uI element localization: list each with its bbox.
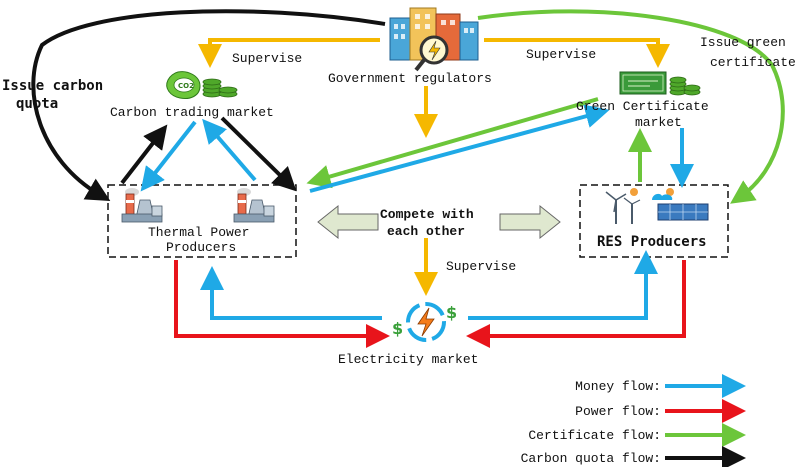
thermal-to-electricity-power-arrow xyxy=(174,260,390,348)
legend-carbon-label: Carbon quota flow: xyxy=(521,451,661,466)
thermal-to-carbon-market-money-arrow xyxy=(202,118,257,182)
thermal-producers-box xyxy=(107,184,297,258)
supervise-left-label: Supervise xyxy=(232,51,302,66)
compete-left-arrow xyxy=(317,204,379,240)
thermal-producers-label-2: Producers xyxy=(166,240,236,255)
issue-green-certificate-arrow xyxy=(477,9,785,204)
supervise-green-market-arrow xyxy=(484,38,670,68)
legend-money-label: Money flow: xyxy=(575,379,661,394)
res-to-electricity-power-arrow xyxy=(466,260,686,348)
electricity-market-label: Electricity market xyxy=(338,352,478,367)
compete-right-arrow xyxy=(499,204,561,240)
svg-text:CO2: CO2 xyxy=(178,82,194,90)
thermal-power-plant-icon xyxy=(121,188,163,223)
legend-certificate-label: Certificate flow: xyxy=(528,428,661,443)
thermal-to-carbon-market-arrow xyxy=(120,124,168,185)
government-building-icon xyxy=(389,7,479,72)
carbon-trading-market-label: Carbon trading market xyxy=(110,105,274,120)
wind-solar-icon xyxy=(605,188,709,224)
thermal-to-green-market-money-arrow xyxy=(309,104,610,193)
legend: Money flow: Power flow: Certificate flow… xyxy=(521,374,746,467)
issue-carbon-quota-arrow xyxy=(31,9,386,202)
svg-text:$: $ xyxy=(392,319,403,338)
green-certificate-icon xyxy=(619,71,701,96)
thermal-power-plant-icon xyxy=(233,188,275,223)
legend-power-label: Power flow: xyxy=(575,404,661,419)
green-certificate-market-label-2: market xyxy=(635,115,682,130)
green-certificate-market-label-1: Green Certificate xyxy=(576,99,709,114)
issue-carbon-quota-label-2: quota xyxy=(16,96,58,112)
supervise-carbon-market-arrow xyxy=(198,38,380,68)
issue-carbon-quota-label-1: Issue carbon xyxy=(2,78,103,94)
issue-green-certificate-label-2: certificate xyxy=(710,55,796,70)
supervise-right-label: Supervise xyxy=(526,47,596,62)
compete-label-1: Compete with xyxy=(380,207,474,222)
carbon-market-to-thermal-money-arrow xyxy=(140,120,197,192)
co2-coins-icon: CO2 xyxy=(166,71,238,99)
res-producers-label: RES Producers xyxy=(597,234,707,250)
electricity-to-thermal-money-arrow xyxy=(200,266,382,320)
carbon-market-to-thermal-arrow xyxy=(220,116,297,192)
electricity-money-cycle-icon: $ $ xyxy=(392,302,457,342)
supervise-bottom-label: Supervise xyxy=(446,259,516,274)
compete-label-2: each other xyxy=(387,224,465,239)
issue-green-certificate-label-1: Issue green xyxy=(700,35,786,50)
electricity-to-res-money-arrow xyxy=(468,250,658,320)
government-regulators-label: Government regulators xyxy=(328,71,492,86)
thermal-producers-label-1: Thermal Power xyxy=(148,225,249,240)
green-market-to-thermal-arrow xyxy=(306,97,599,189)
svg-text:$: $ xyxy=(446,303,457,322)
